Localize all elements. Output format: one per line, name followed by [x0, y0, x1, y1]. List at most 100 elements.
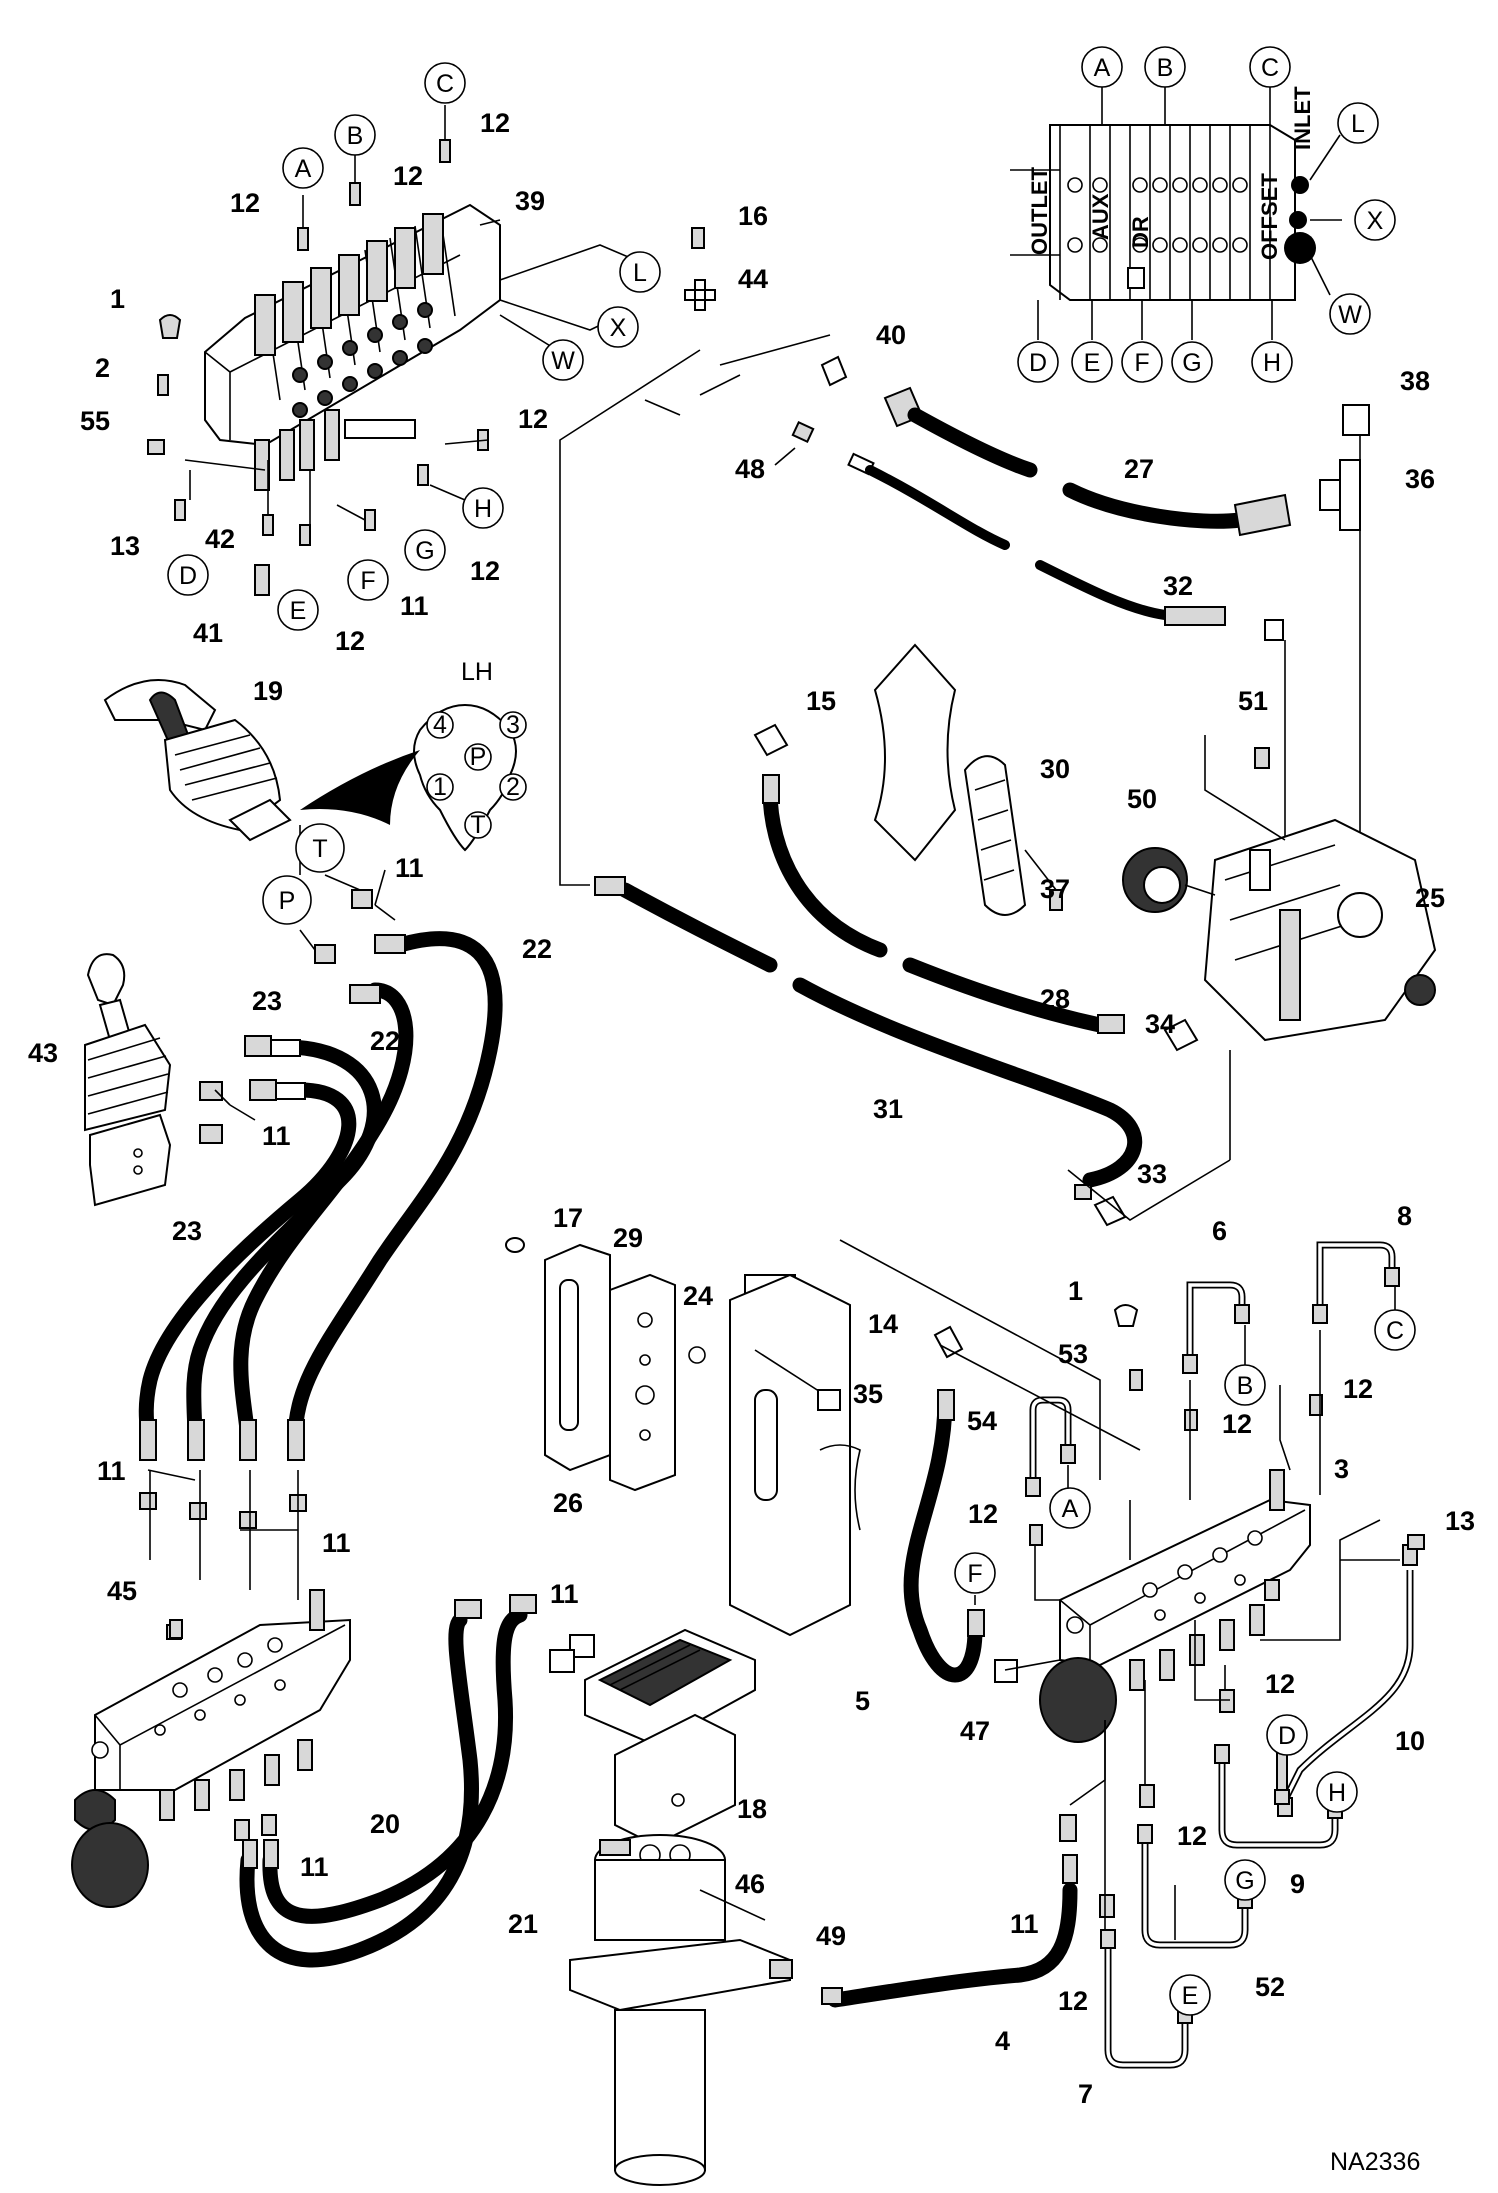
callout-ve: E: [1084, 349, 1101, 377]
part-num-40: 40: [876, 320, 906, 350]
part-num-15: 15: [806, 686, 836, 716]
part-num-11: 11: [300, 1852, 329, 1882]
callout-f2: F: [967, 1560, 982, 1588]
part-num-43: 43: [28, 1038, 58, 1068]
callout-p: P: [279, 887, 296, 915]
part-num-12: 12: [1058, 1986, 1088, 2016]
part-num-31: 31: [873, 1094, 903, 1124]
leaders-joystick: [147, 825, 396, 1600]
part-num-55: 55: [80, 406, 110, 436]
joystick-43: [84, 953, 172, 1207]
part-num-47: 47: [960, 1716, 990, 1746]
left-manifold: [71, 1589, 351, 1908]
part-num-45: 45: [107, 1576, 137, 1606]
part-num-1: 1: [1068, 1276, 1083, 1306]
drawing-code: NA2336: [1330, 2148, 1420, 2176]
part-num-11: 11: [1010, 1909, 1039, 1939]
part-num-13: 13: [1445, 1506, 1475, 1536]
pedal-18: [584, 1628, 756, 1847]
bracket-30: [873, 643, 1063, 916]
connector-pointer-icon: [300, 750, 420, 825]
part-num-25: 25: [1415, 883, 1445, 913]
pin-3: 3: [506, 711, 520, 739]
callout-d: D: [179, 562, 197, 590]
callout-e2: E: [1182, 1982, 1199, 2010]
pin-p: P: [470, 743, 487, 771]
part-num-12: 12: [1177, 1821, 1207, 1851]
callout-c: C: [436, 70, 454, 98]
callout-vx: X: [1367, 207, 1384, 235]
part-num-12: 12: [230, 188, 260, 218]
part-num-39: 39: [515, 186, 545, 216]
callout-vd: D: [1029, 349, 1047, 377]
callout-h2: H: [1328, 1779, 1346, 1807]
part-num-18: 18: [737, 1794, 767, 1824]
callout-a2: A: [1062, 1495, 1079, 1523]
callout-vb: B: [1157, 54, 1174, 82]
callout-c2: C: [1386, 1317, 1404, 1345]
part-num-12: 12: [1222, 1409, 1252, 1439]
part-num-51: 51: [1238, 686, 1268, 716]
part-num-49: 49: [816, 1921, 846, 1951]
callout-b: B: [347, 122, 364, 150]
part-num-5: 5: [855, 1686, 870, 1716]
callout-d2: D: [1278, 1722, 1296, 1750]
part-num-17: 17: [553, 1203, 583, 1233]
pilot-hoses: [138, 889, 503, 1640]
hoses-28-31: [594, 723, 1199, 1227]
part-num-12: 12: [518, 404, 548, 434]
connector-title: LH: [461, 658, 493, 686]
part-num-11: 11: [97, 1456, 126, 1486]
callout-g: G: [415, 537, 434, 565]
part-num-9: 9: [1290, 1869, 1305, 1899]
aux-label: AUX: [1088, 193, 1113, 240]
part-num-23: 23: [252, 986, 282, 1016]
part-num-36: 36: [1405, 464, 1435, 494]
part-num-8: 8: [1397, 1201, 1412, 1231]
pin-t: T: [470, 811, 485, 839]
callout-a: A: [295, 155, 312, 183]
part-num-14: 14: [868, 1309, 898, 1339]
callout-vg: G: [1182, 349, 1201, 377]
callout-f: F: [360, 567, 375, 595]
part-num-44: 44: [738, 264, 768, 294]
callout-vl: L: [1351, 110, 1365, 138]
callout-vh: H: [1263, 349, 1281, 377]
part-num-29: 29: [613, 1223, 643, 1253]
valve-section-schematic: OUTLET AUX DR OFFSET INLET: [1010, 83, 1342, 340]
hose-32: [791, 420, 1284, 641]
part-num-6: 6: [1212, 1216, 1227, 1246]
part-num-20: 20: [370, 1809, 400, 1839]
hose-5: [903, 1325, 1018, 1683]
part-num-32: 32: [1163, 571, 1193, 601]
callout-vf: F: [1134, 349, 1149, 377]
part-num-11: 11: [395, 853, 424, 883]
pump-25: [1122, 735, 1437, 1042]
part-num-12: 12: [470, 556, 500, 586]
part-num-13: 13: [110, 531, 140, 561]
part-num-2: 2: [95, 353, 110, 383]
leaders-right-lower: [839, 1050, 1400, 1940]
callout-l: L: [633, 259, 647, 287]
part-num-22: 22: [370, 1026, 400, 1056]
outlet-label: OUTLET: [1027, 166, 1052, 255]
swivel-46: [569, 1834, 791, 2186]
part-num-1: 1: [110, 284, 125, 314]
pin-4: 4: [433, 711, 447, 739]
part-num-33: 33: [1137, 1159, 1167, 1189]
part-numbers: 1 2 55 12 12 12 39 16 44 12 13 42 41 12 …: [28, 108, 1475, 2109]
part-num-10: 10: [1395, 1726, 1425, 1756]
part-num-3: 3: [1334, 1454, 1349, 1484]
pilot-connector-lh: 4 3 P 1 2 T LH: [300, 658, 527, 852]
part-num-42: 42: [205, 524, 235, 554]
part-num-12: 12: [335, 626, 365, 656]
pin-2: 2: [506, 773, 520, 801]
callout-x: X: [610, 314, 627, 342]
part-num-41: 41: [193, 618, 223, 648]
part-num-23: 23: [172, 1216, 202, 1246]
callout-g2: G: [1235, 1867, 1254, 1895]
callout-b2: B: [1237, 1372, 1254, 1400]
dr-label: DR: [1128, 216, 1153, 248]
callout-t: T: [312, 835, 327, 863]
part-num-11: 11: [262, 1121, 291, 1151]
